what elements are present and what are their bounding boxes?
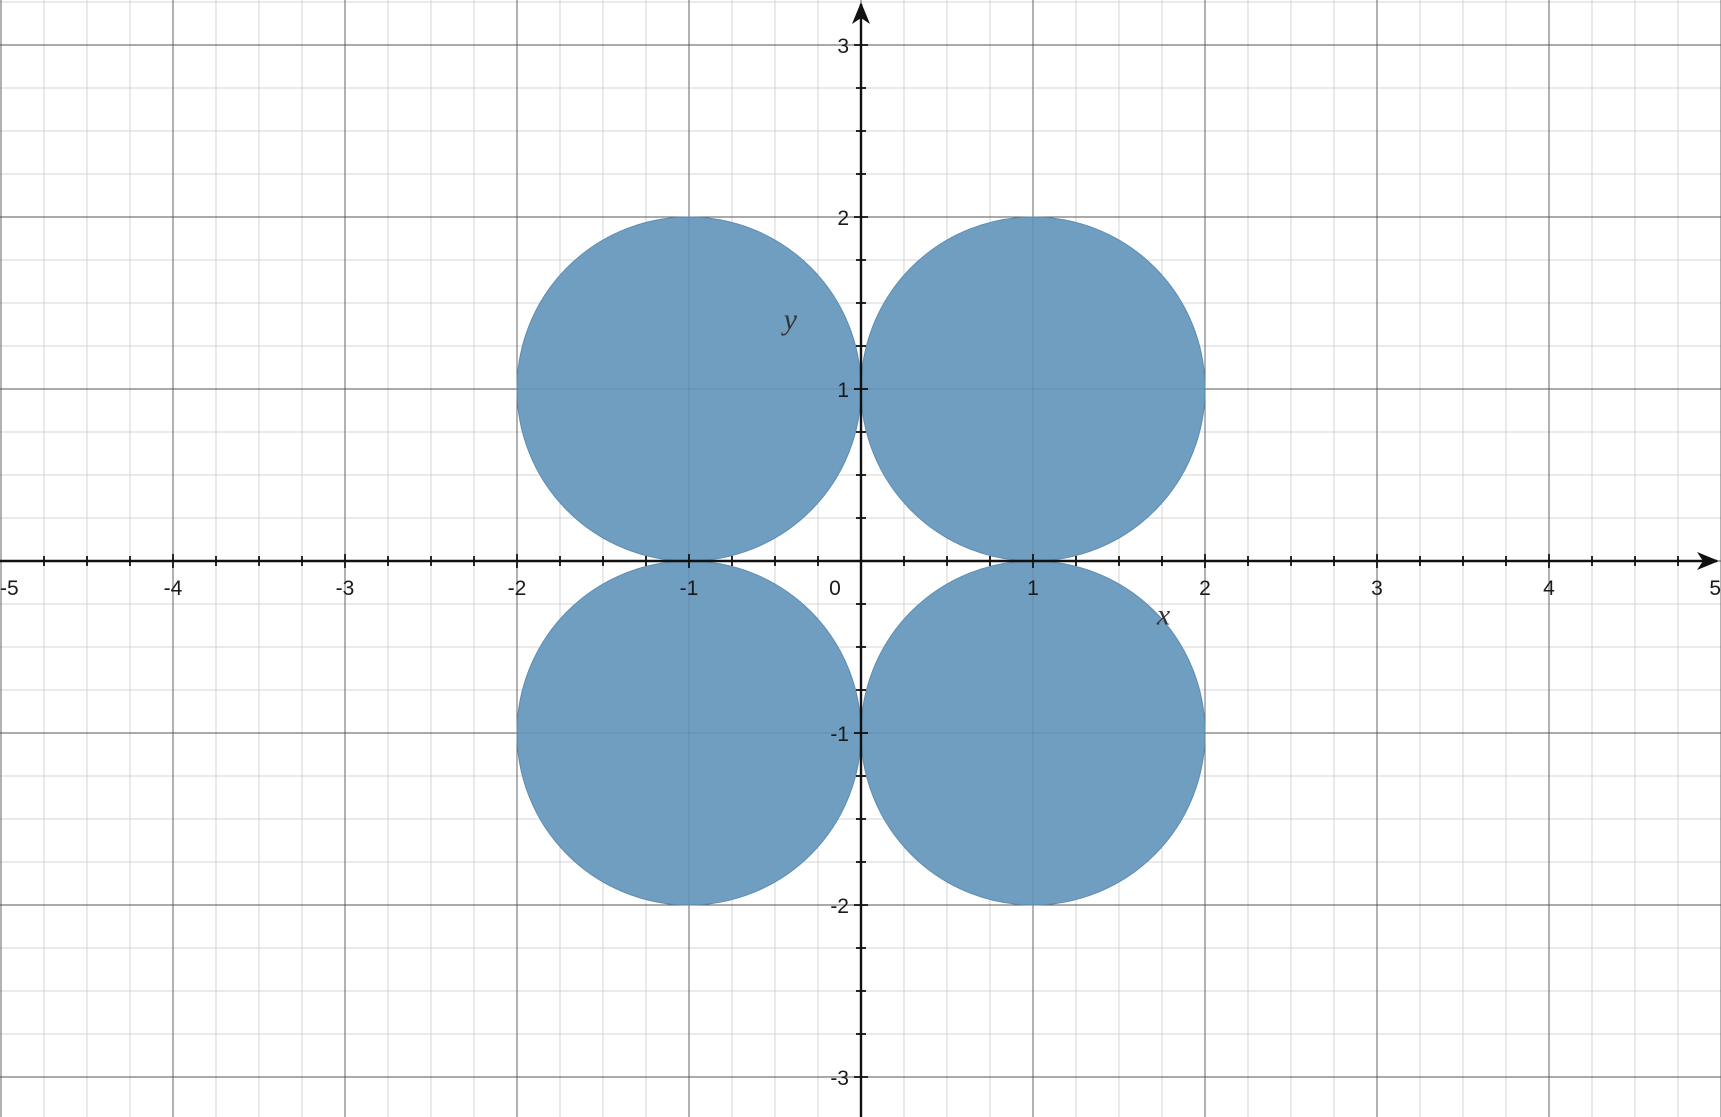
x-tick-label: 4	[1543, 577, 1555, 600]
y-tick-label: 2	[837, 207, 849, 230]
x-tick-label: -1	[680, 577, 699, 600]
y-tick-label: 3	[837, 35, 849, 58]
y-tick-label: -1	[830, 723, 849, 746]
x-tick-label: 0	[829, 577, 841, 600]
x-tick-label: -4	[164, 577, 183, 600]
x-axis-arrow-icon	[1697, 552, 1719, 570]
x-tick-label: 5	[1709, 577, 1721, 600]
x-tick-label: 3	[1371, 577, 1383, 600]
y-axis-arrow-icon	[852, 2, 870, 24]
x-tick-label: 1	[1027, 577, 1039, 600]
x-tick-label: -5	[0, 577, 19, 600]
x-axis-label: x	[1156, 599, 1171, 632]
tick-labels: -5 -4 -3 -2 -1 0 1 2 3 4 5 3 2 1 -1 -2 -3	[0, 35, 1721, 1090]
y-tick-label: -3	[830, 1067, 849, 1090]
y-tick-label: 1	[837, 379, 849, 402]
x-tick-label: -2	[508, 577, 527, 600]
x-tick-label: -3	[336, 577, 355, 600]
shaded-regions	[516, 216, 1206, 906]
y-tick-label: -2	[830, 895, 849, 918]
x-tick-label: 2	[1199, 577, 1211, 600]
y-axis-label: y	[781, 303, 798, 336]
